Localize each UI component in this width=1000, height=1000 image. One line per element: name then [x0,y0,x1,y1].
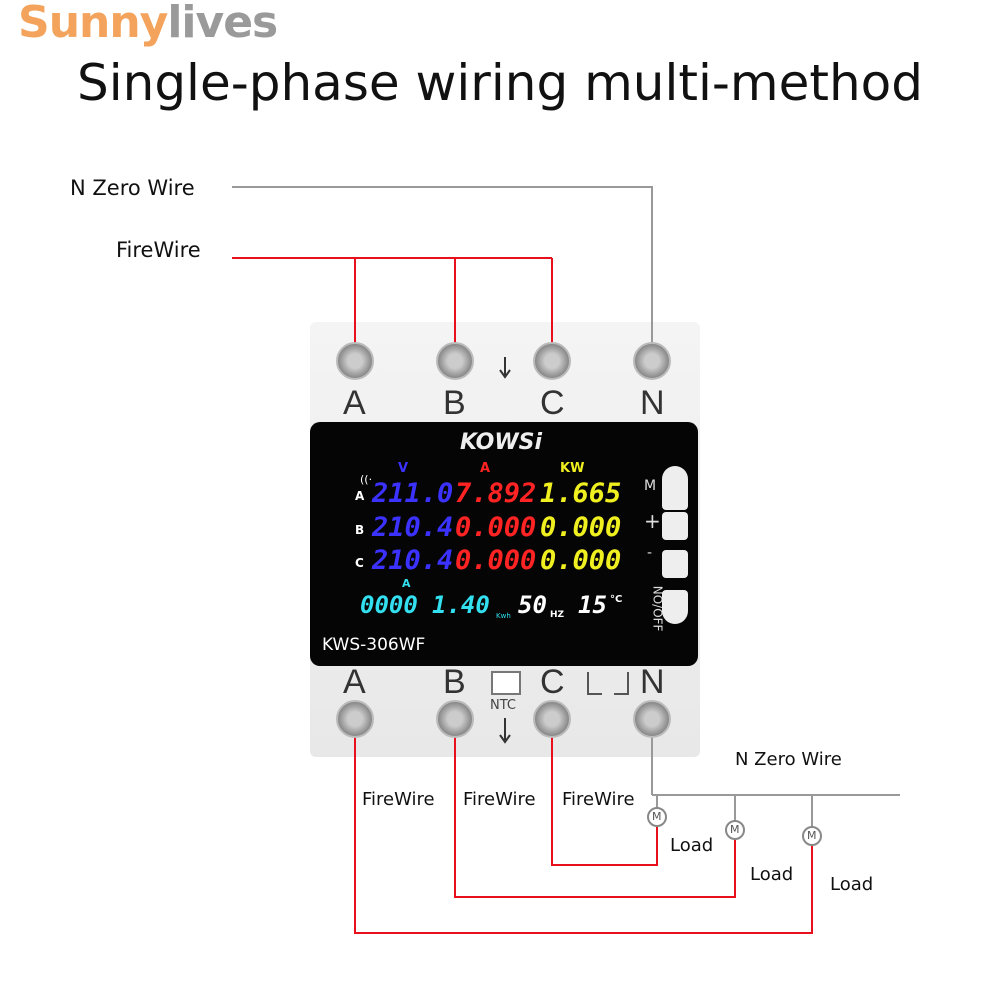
load-label-1: Load [670,835,714,856]
terminal-label: A [343,384,366,422]
motor-icons [647,807,822,846]
page-title: Single-phase wiring multi-method [77,54,923,112]
m-button[interactable] [662,466,688,510]
n-zero-wire-label: N Zero Wire [70,176,195,200]
energy-value: 0000 [360,591,418,619]
onoff-button[interactable] [662,590,688,624]
minus-button[interactable] [662,550,688,578]
frequency-value: 50 [518,591,547,619]
terminal-a-bottom [336,700,374,738]
terminal-label: B [443,663,466,701]
frequency-unit: HZ [550,610,565,620]
motor-icon: M [730,823,740,836]
v-header: V [398,461,409,476]
energy-unit: Kwh [496,612,511,620]
terminal-label: A [343,663,366,701]
load-label-3: Load [830,874,874,895]
bracket-mark [587,672,629,695]
m-button-label: M [644,478,657,494]
terminal-label: N [640,384,665,422]
brand-logo: Sunnylives [18,0,278,48]
terminal-c-bottom [533,700,571,738]
a-header: A [480,461,491,476]
terminal-c-top [533,342,571,380]
firewire-label: FireWire [116,238,201,262]
model-label: KWS-306WF [322,635,426,655]
terminal-b-top [436,342,474,380]
ntc-port [491,671,521,695]
temperature-unit: °C [610,594,623,605]
motor-icon: M [807,829,817,842]
firewire-label-c: FireWire [562,789,635,810]
terminal-label: C [540,663,565,701]
terminal-n-bottom [633,700,671,738]
terminal-a-top [336,342,374,380]
firewire-label-a: FireWire [362,789,435,810]
arrow-down-icon [499,718,511,744]
terminal-n-top [633,342,671,380]
ntc-label: NTC [490,698,516,713]
terminal-label: C [540,384,565,422]
n-zero-wire-label-bottom: N Zero Wire [735,749,842,770]
energy-label: A [402,577,411,590]
plus-button[interactable] [662,512,688,540]
terminal-label: B [443,384,466,422]
load-label-2: Load [750,864,794,885]
arrow-down-icon [499,357,511,379]
terminal-label: N [640,663,665,701]
lcd-display: KOWSi ((· V A KW A 211.0 7.892 1.665 B 2… [310,422,698,666]
terminal-b-bottom [436,700,474,738]
fire-wires [232,257,813,934]
firewire-label-b: FireWire [463,789,536,810]
energy-value-2: 1.40 [432,591,490,619]
minus-button-label: - [647,545,653,561]
plus-button-label: + [644,509,661,533]
temperature-value: 15 [578,591,607,619]
wifi-icon: ((· [360,473,373,486]
kw-header: KW [560,461,585,476]
motor-icon: M [652,810,662,823]
neutral-wires [232,186,900,827]
display-brand: KOWSi [460,430,542,455]
